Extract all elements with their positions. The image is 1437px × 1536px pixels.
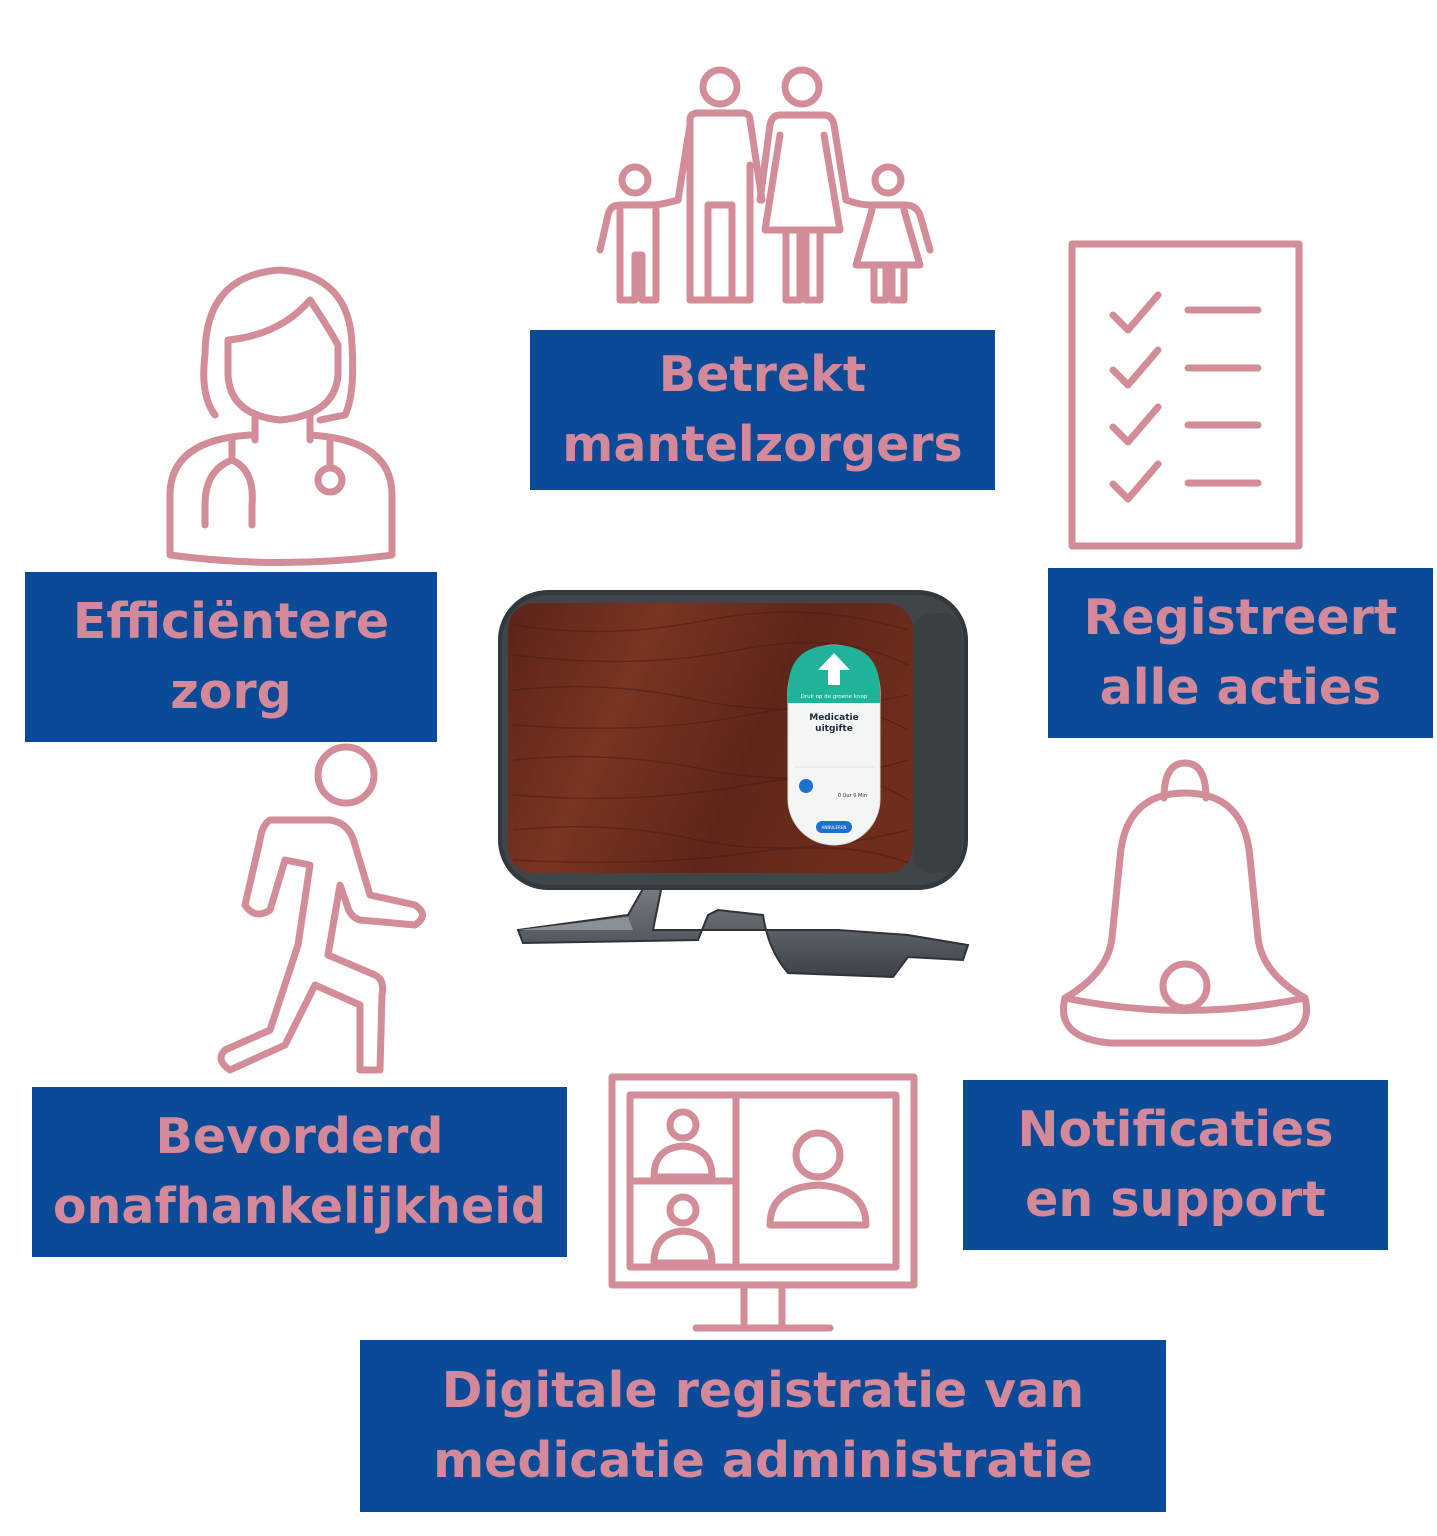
- walking-person-icon: [217, 743, 426, 1074]
- label-notificaties-line2: en support: [1025, 1171, 1326, 1228]
- label-betrekt-line2: mantelzorgers: [562, 416, 963, 473]
- label-registreert-line2: alle acties: [1099, 659, 1382, 716]
- family-icon: [596, 66, 934, 304]
- label-betrekt-line1: Betrekt: [658, 346, 867, 403]
- label-bevorderd-line1: Bevorderd: [155, 1108, 444, 1165]
- screen-prompt-text: Druk op de groene knop: [801, 694, 868, 700]
- pill-icon: [799, 779, 813, 793]
- bell-icon: [1060, 759, 1310, 1047]
- label-notificaties-line1: Notificaties: [1017, 1101, 1334, 1158]
- screen-title-line2: uitgifte: [815, 724, 853, 734]
- label-digitale-line2: medicatie administratie: [433, 1432, 1093, 1489]
- label-efficient-line1: Efficiëntere: [72, 593, 390, 650]
- label-notificaties-en-support: Notificaties en support: [963, 1080, 1388, 1250]
- medication-dispenser-device: Druk op de groene knop Medicatie uitgift…: [498, 590, 970, 979]
- label-betrekt-mantelzorgers: Betrekt mantelzorgers: [530, 330, 995, 490]
- label-efficient-line2: zorg: [170, 663, 292, 720]
- label-bevorderd-onafhankelijkheid: Bevorderd onafhankelijkheid: [32, 1087, 567, 1257]
- label-efficientere-zorg: Efficiëntere zorg: [25, 572, 437, 742]
- label-registreert-line1: Registreert: [1083, 589, 1398, 646]
- label-digitale-line1: Digitale registratie van: [441, 1362, 1085, 1419]
- video-call-monitor-icon: [608, 1073, 918, 1332]
- cancel-button-label: ANNULEREN: [822, 825, 847, 830]
- cancel-button[interactable]: [816, 821, 852, 833]
- label-registreert-alle-acties: Registreert alle acties: [1048, 568, 1433, 738]
- screen-title-line1: Medicatie: [809, 713, 859, 723]
- checklist-icon: [1068, 240, 1303, 550]
- label-digitale-registratie: Digitale registratie van medicatie admin…: [360, 1340, 1166, 1512]
- nurse-icon: [166, 266, 396, 566]
- screen-timer: 0 Uur 0 Min: [838, 793, 867, 799]
- label-bevorderd-line2: onafhankelijkheid: [52, 1178, 547, 1235]
